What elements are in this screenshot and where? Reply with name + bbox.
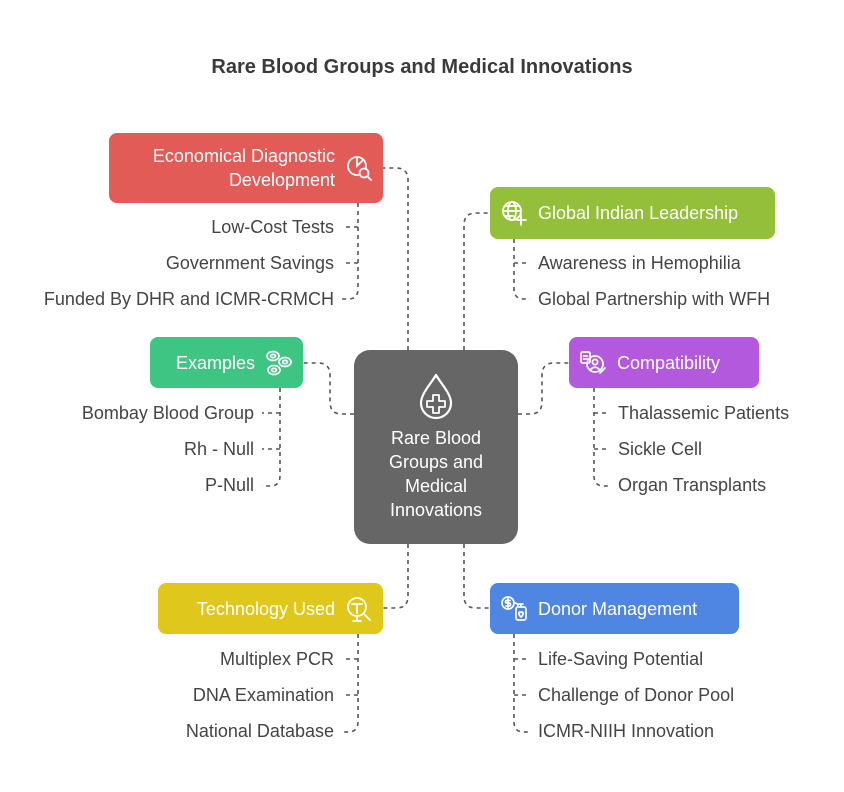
connector-donor bbox=[463, 544, 490, 609]
microscope-icon bbox=[347, 596, 371, 622]
compatibility-item-0: Thalassemic Patients bbox=[618, 403, 790, 423]
branch-economical: Economical Diagnostic Development bbox=[109, 133, 383, 203]
branch-compatibility-label: Compatibility bbox=[617, 352, 721, 373]
donor-item-0: Life-Saving Potential bbox=[538, 649, 704, 669]
connector-examples bbox=[303, 362, 354, 415]
center-label: Rare Blood Groups and Medical Innovation… bbox=[388, 428, 484, 520]
technology-item-2: National Database bbox=[185, 721, 334, 741]
examples-item-2: P-Null bbox=[204, 475, 254, 495]
technology-item-1: DNA Examination bbox=[192, 685, 334, 705]
branch-examples-label: Examples bbox=[175, 352, 255, 373]
branch-donor-label: Donor Management bbox=[538, 598, 698, 619]
branch-compatibility: Compatibility bbox=[569, 337, 759, 388]
branch-global-label: Global Indian Leadership bbox=[538, 203, 739, 223]
examples-item-1: Rh - Null bbox=[183, 439, 254, 459]
connector-compatibility-items bbox=[593, 388, 610, 487]
connector-technology bbox=[383, 544, 409, 609]
technology-item-0: Multiplex PCR bbox=[219, 649, 334, 669]
global-item-0: Awareness in Hemophilia bbox=[538, 253, 741, 273]
connector-examples-items bbox=[262, 388, 281, 487]
connector-economical bbox=[383, 167, 409, 350]
branch-global: Global Indian Leadership bbox=[490, 187, 775, 239]
chart-magnifier-icon bbox=[347, 156, 372, 181]
globe-plus-icon bbox=[502, 201, 527, 226]
center-node: Rare Blood Groups and Medical Innovation… bbox=[354, 350, 518, 544]
blood-cells-icon bbox=[266, 350, 292, 375]
branch-donor: Donor Management bbox=[490, 583, 739, 634]
blood-drop-plus-icon bbox=[419, 373, 453, 420]
branch-technology-label: Technology Used bbox=[196, 598, 335, 619]
economical-item-0: Low-Cost Tests bbox=[211, 217, 334, 237]
connector-global bbox=[463, 212, 490, 350]
branch-economical-label: Economical Diagnostic Development bbox=[152, 146, 335, 190]
economical-item-2: Funded By DHR and ICMR-CRMCH bbox=[43, 289, 334, 309]
examples-item-0: Bombay Blood Group bbox=[81, 403, 254, 423]
branch-technology: Technology Used bbox=[158, 583, 383, 634]
branch-examples: Examples bbox=[150, 337, 303, 388]
compatibility-item-1: Sickle Cell bbox=[618, 439, 703, 459]
connector-global-items bbox=[513, 239, 530, 300]
global-item-1: Global Partnership with WFH bbox=[538, 289, 771, 309]
connector-technology-items bbox=[342, 634, 359, 733]
connector-donor-items bbox=[513, 634, 530, 733]
donor-item-2: ICMR-NIIH Innovation bbox=[538, 721, 715, 741]
donor-item-1: Challenge of Donor Pool bbox=[538, 685, 735, 705]
economical-item-1: Government Savings bbox=[165, 253, 334, 273]
donation-bag-icon bbox=[501, 595, 527, 621]
connector-economical-items bbox=[342, 203, 359, 300]
connector-compatibility bbox=[518, 362, 569, 415]
diagram-title: Rare Blood Groups and Medical Innovation… bbox=[211, 56, 633, 78]
patient-clipboard-icon bbox=[580, 350, 606, 374]
compatibility-item-2: Organ Transplants bbox=[618, 475, 767, 495]
